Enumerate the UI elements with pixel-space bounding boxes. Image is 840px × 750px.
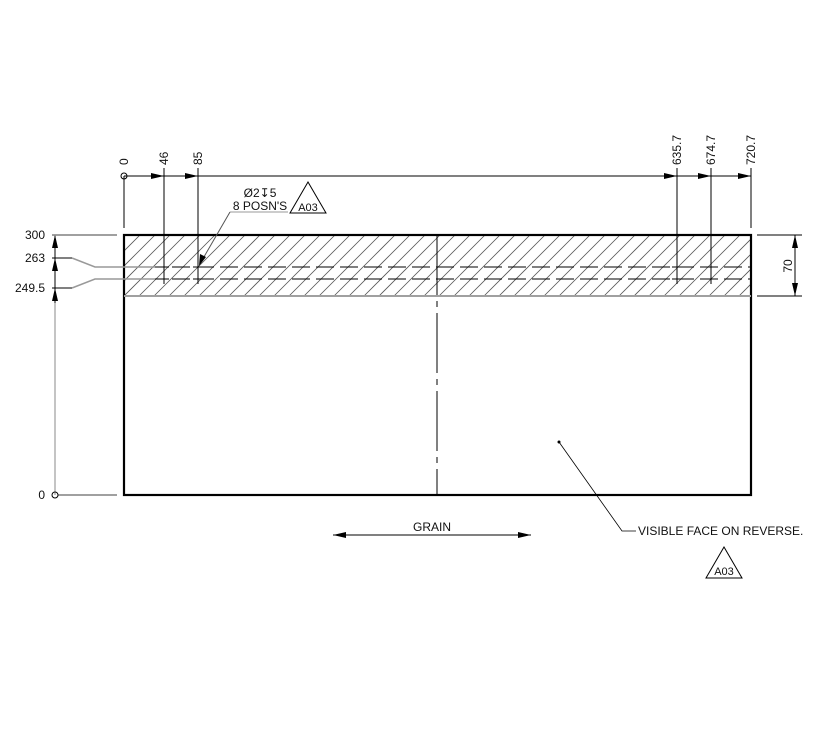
hatched-region bbox=[124, 235, 751, 296]
left-dim-label-263: 263 bbox=[25, 251, 45, 265]
top-dim-origin-label: 0 bbox=[117, 158, 131, 165]
right-dimension bbox=[757, 234, 802, 297]
top-dim-label-46: 46 bbox=[157, 151, 171, 165]
grain-label: GRAIN bbox=[413, 520, 451, 534]
face-note-label: VISIBLE FACE ON REVERSE. bbox=[638, 524, 803, 538]
face-note-leader bbox=[557, 440, 636, 532]
left-dim-label-249-5: 249.5 bbox=[15, 281, 45, 295]
left-dim-label-300: 300 bbox=[25, 228, 45, 242]
hole-callout-revision-tag: A03 bbox=[298, 202, 318, 214]
grain-arrow bbox=[333, 532, 531, 538]
face-note-revision-tag: A03 bbox=[714, 566, 734, 578]
top-dim-label-635-7: 635.7 bbox=[670, 135, 684, 165]
hole-callout-leader bbox=[199, 211, 288, 266]
top-dim-label-720-7: 720.7 bbox=[744, 135, 758, 165]
top-dim-label-674-7: 674.7 bbox=[704, 135, 718, 165]
top-dim-label-85: 85 bbox=[191, 151, 205, 165]
revision-triangle-icon bbox=[289, 181, 327, 214]
hole-callout-line1: Ø2↧5 bbox=[244, 186, 277, 200]
top-dimension-chain bbox=[120, 168, 752, 262]
hole-callout-line2: 8 POSN'S bbox=[233, 199, 287, 213]
right-dim-label-70: 70 bbox=[781, 259, 795, 273]
hole-markers bbox=[159, 262, 716, 284]
left-dim-label-0: 0 bbox=[38, 488, 45, 502]
revision-triangle-icon bbox=[705, 546, 743, 579]
left-dimension-chain bbox=[51, 234, 155, 499]
